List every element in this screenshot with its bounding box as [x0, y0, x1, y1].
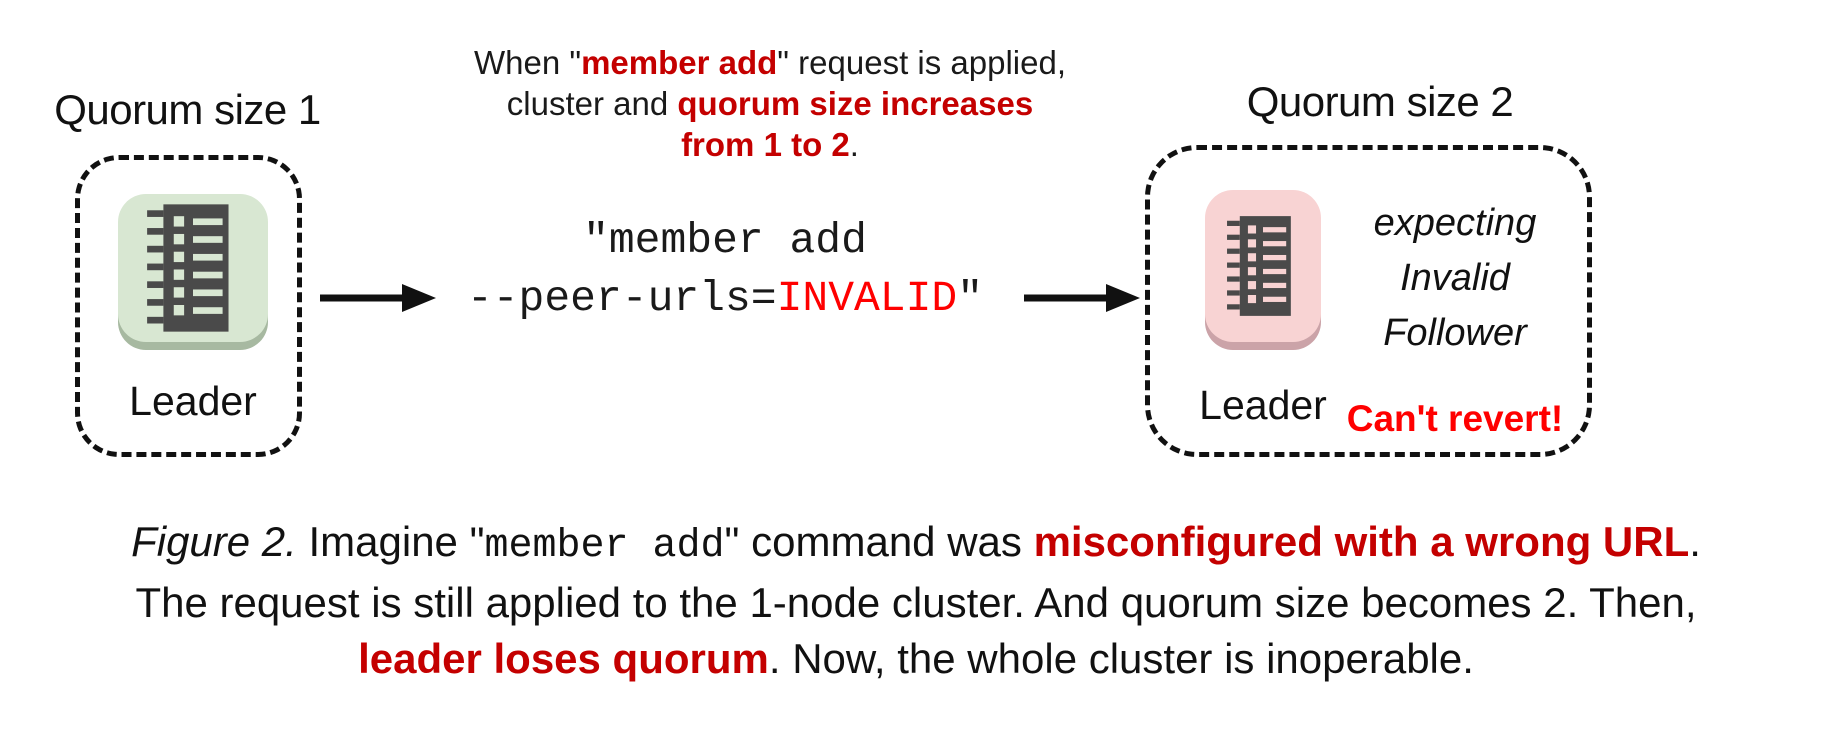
- leader-label: Leader: [129, 378, 257, 424]
- arrow-right-icon: [1024, 284, 1140, 312]
- annotation-text: When "member add" request is applied, cl…: [420, 42, 1120, 165]
- annotation-line2-red: quorum size increases: [677, 85, 1034, 122]
- annotation-line1-pre: When ": [473, 44, 582, 81]
- annotation-line1-post: " request is applied,: [777, 44, 1067, 81]
- leader-label: Leader: [1199, 382, 1327, 428]
- server-icon: [1227, 216, 1291, 316]
- quorum-size-1-title: Quorum size 1: [54, 86, 321, 133]
- leader-server-icon: [1205, 190, 1321, 342]
- expecting-text: expecting Invalid Follower: [1345, 196, 1565, 361]
- left-cluster-box: Leader: [75, 155, 302, 457]
- command-line2-pre: --peer-urls=: [466, 274, 777, 323]
- annotation-line3-red: from 1 to 2: [681, 126, 850, 163]
- caption-member-add-code: member add: [484, 524, 725, 569]
- command-line2-post: ": [957, 274, 984, 323]
- caption-command-was: " command was: [724, 518, 1034, 565]
- caption-line3-post: . Now, the whole cluster is inoperable.: [768, 635, 1474, 682]
- right-cluster-box: Leader expecting Invalid Follower Can't …: [1145, 145, 1592, 457]
- caption-figure-label: Figure 2.: [131, 518, 297, 565]
- server-icon: [147, 204, 229, 332]
- caption-misconfigured-red: misconfigured with a wrong URL: [1033, 518, 1690, 565]
- leader-server-icon: [118, 194, 268, 342]
- caption-leader-loses-quorum-red: leader loses quorum: [358, 635, 769, 682]
- caption-line3: leader loses quorum. Now, the whole clus…: [0, 631, 1832, 687]
- command-text: "member add --peer-urls=INVALID": [420, 212, 1030, 328]
- annotation-line1-red: member add: [581, 44, 778, 81]
- expecting-line: Invalid: [1400, 257, 1510, 299]
- caption-line2: The request is still applied to the 1-no…: [135, 579, 1697, 626]
- cant-revert-warning: Can't revert!: [1346, 398, 1564, 439]
- figure-caption: Figure 2. Imagine "member add" command w…: [0, 514, 1832, 687]
- expecting-line: Follower: [1383, 312, 1527, 354]
- caption-line1: Figure 2. Imagine "member add" command w…: [0, 514, 1832, 575]
- arrow-right-icon: [320, 284, 436, 312]
- annotation-line3-post: .: [849, 126, 859, 163]
- quorum-size-2-title: Quorum size 2: [1246, 78, 1514, 125]
- command-line2-red: INVALID: [776, 274, 958, 323]
- command-line1: "member add: [583, 216, 867, 265]
- caption-dot: .: [1689, 518, 1701, 565]
- annotation-line2-pre: cluster and: [506, 85, 678, 122]
- caption-imagine: Imagine ": [296, 518, 485, 565]
- expecting-line: expecting: [1373, 202, 1537, 244]
